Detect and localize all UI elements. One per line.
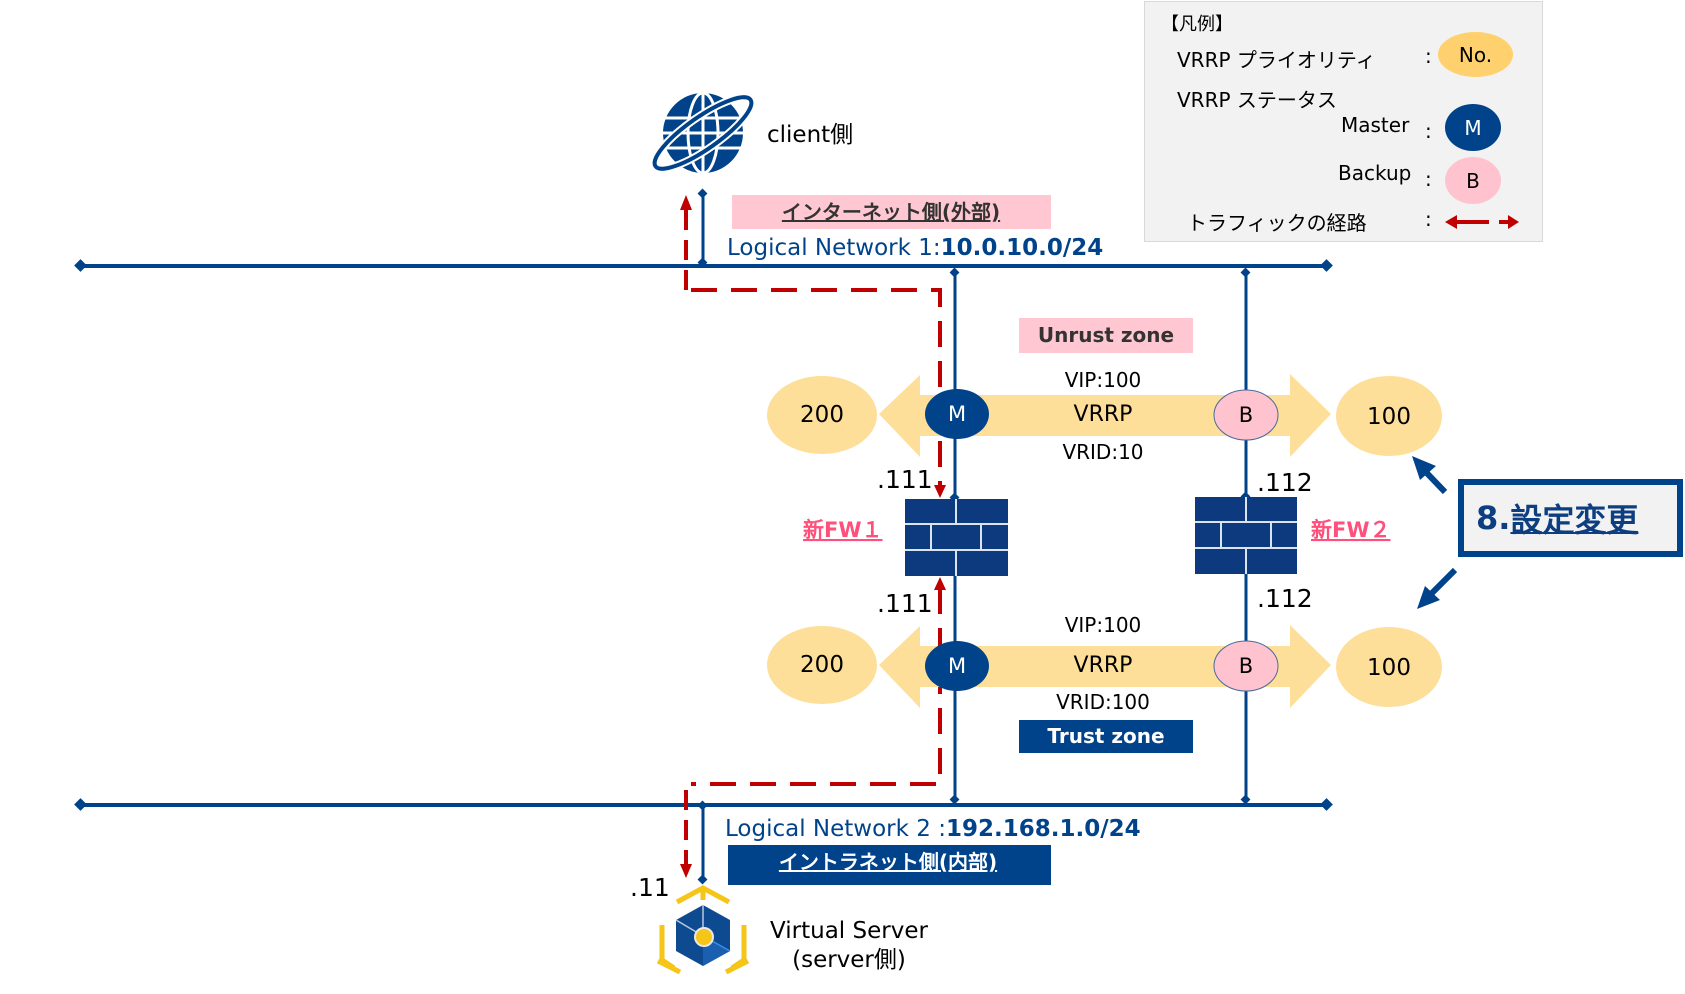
legend-status-label: VRRP ステータス: [1177, 88, 1337, 112]
legend-colon: :: [1425, 207, 1432, 231]
fw2-upper-backup-badge: [1213, 389, 1279, 441]
vrrp-upper-label: VRRP: [1074, 402, 1133, 427]
legend-colon: :: [1425, 44, 1432, 68]
legend-colon: :: [1425, 119, 1432, 143]
step-callout: 8.設定変更: [1458, 479, 1683, 557]
vrrp-lower-arrow: [879, 625, 1331, 708]
network-1-cidr: 10.0.10.0/24: [941, 235, 1104, 261]
fw2-lower-backup-badge: [1213, 640, 1279, 692]
untrust-zone-box: [1019, 318, 1193, 353]
trust-zone-label: Trust zone: [1047, 724, 1164, 748]
legend-master-label: Master: [1341, 113, 1410, 137]
legend-colon: :: [1425, 167, 1432, 191]
fw1-lower-priority: 200: [800, 652, 844, 678]
legend-master-symbol: M: [1445, 104, 1501, 151]
legend-priority-symbol: No.: [1438, 32, 1513, 77]
network-1-label: Logical Network 1:10.0.10.0/24: [727, 235, 1103, 261]
fw1-upper-priority-badge: [767, 376, 877, 454]
network-1-name: Logical Network 1:: [727, 235, 941, 261]
fw2-upper-priority-badge: [1336, 376, 1442, 456]
legend-title: 【凡例】: [1161, 14, 1233, 35]
intranet-zone-label: イントラネット側(内部): [779, 850, 997, 874]
traffic-arrow-up-client: [680, 195, 692, 210]
vrrp-upper-arrow: [879, 374, 1331, 457]
legend-priority-label: VRRP プライオリティ: [1177, 48, 1376, 72]
step-number: 8.: [1476, 499, 1511, 537]
fw2-lower-ip: .112: [1257, 584, 1313, 613]
legend-traffic-arrow-icon: [1445, 215, 1519, 229]
fw2-upper-status: B: [1239, 403, 1253, 427]
vrrp-lower-vip: VIP:100: [1065, 613, 1142, 637]
fw2-label: 新FW２: [1311, 518, 1391, 542]
traffic-arrow-down-fw1: [934, 485, 946, 498]
fw1-upper-priority: 200: [800, 402, 844, 428]
legend-backup-symbol: B: [1445, 157, 1501, 204]
fw1-lower-ip: .111: [877, 589, 933, 618]
client-connector: [697, 188, 708, 268]
traffic-arrow-down-server: [680, 864, 692, 878]
fw1-upper-ip: .111: [877, 465, 933, 494]
vrrp-lower-vrid: VRID:100: [1056, 690, 1150, 714]
virtual-server-icon: [656, 885, 750, 975]
internet-zone-label: インターネット側(外部): [782, 200, 1000, 224]
untrust-zone-label: Unrust zone: [1038, 323, 1174, 347]
fw1-lower-status: M: [948, 654, 966, 678]
fw2-lower-priority: 100: [1367, 655, 1411, 681]
vrrp-upper-vrid: VRID:10: [1062, 440, 1143, 464]
server-label-line1: Virtual Server: [770, 918, 928, 944]
intranet-zone-box: [728, 845, 1051, 885]
firewall-2-icon: [1195, 497, 1297, 574]
client-label: client側: [767, 122, 853, 148]
fw2-lower-priority-badge: [1336, 627, 1442, 707]
step-pointer-arrow-lower: [1417, 567, 1458, 609]
trust-zone-box: [1019, 720, 1193, 753]
network-2-name: Logical Network 2 :: [725, 816, 946, 842]
vrrp-upper-vip: VIP:100: [1065, 368, 1142, 392]
firewall-1-icon: [905, 499, 1008, 576]
fw2-upper-priority: 100: [1367, 404, 1411, 430]
fw1-lower-master-badge: [925, 641, 989, 691]
fw1-lower-priority-badge: [767, 626, 877, 704]
fw2-upper-ip: .112: [1257, 468, 1313, 497]
network-2-label: Logical Network 2 :192.168.1.0/24: [725, 816, 1141, 842]
fw1-upper-master-badge: [925, 389, 989, 439]
vrrp-lower-label: VRRP: [1074, 653, 1133, 678]
server-label-line2: (server側): [792, 947, 906, 973]
fw2-lower-status: B: [1239, 654, 1253, 678]
server-connector: [697, 800, 708, 885]
internet-zone-box: [732, 195, 1051, 229]
traffic-arrow-up-fw1: [934, 577, 946, 590]
legend-panel: 【凡例】 VRRP プライオリティ : No. VRRP ステータス Maste…: [1144, 1, 1543, 242]
legend-backup-label: Backup: [1338, 161, 1412, 185]
server-ip: .11: [630, 873, 670, 902]
step-pointer-arrow-upper: [1412, 456, 1448, 495]
network-2-cidr: 192.168.1.0/24: [946, 816, 1141, 842]
globe-icon: [650, 91, 756, 175]
fw1-label: 新FW１: [803, 518, 883, 542]
legend-traffic-label: トラフィックの経路: [1187, 211, 1367, 235]
step-label: 設定変更: [1510, 501, 1639, 539]
fw1-upper-status: M: [948, 402, 966, 426]
